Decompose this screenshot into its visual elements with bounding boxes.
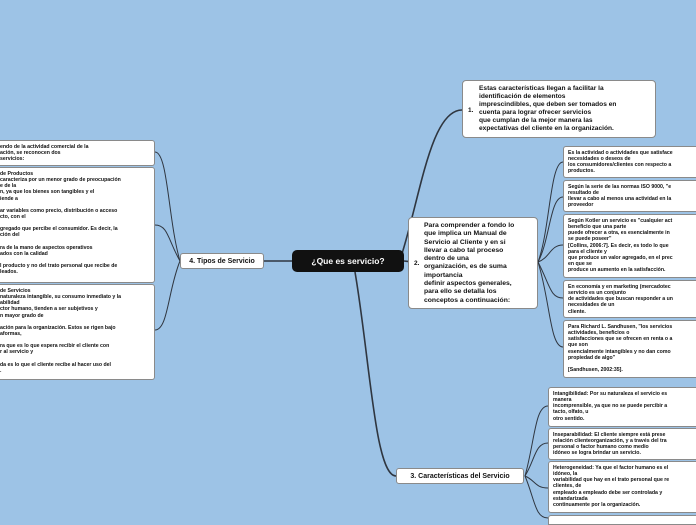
node-2-child-5-text: Para Richard L. Sandhusen, "los servicio… [568, 324, 673, 373]
node-4-label: 4. Tipos de Servicio [189, 257, 255, 265]
node-4-child-1-text: endo de la actividad comercial de la aci… [0, 144, 89, 163]
root-node[interactable]: ¿Que es servicio? [292, 250, 404, 272]
node-3[interactable]: 3. Características del Servicio [396, 468, 524, 484]
connector-2-child-1 [537, 161, 564, 263]
node-2-text: Para comprender a fondo lo que implica u… [424, 222, 515, 304]
root-label: ¿Que es servicio? [311, 256, 385, 266]
connector-3-child-2 [524, 442, 549, 477]
connector-3-child-3 [524, 475, 549, 489]
node-3-child-3-text: Heterogeneidad: Ya que el factor humano … [553, 465, 670, 508]
node-2-child-1-text: Es la actividad o actividades que satisf… [568, 150, 673, 175]
node-4-child-2[interactable]: de Productos caracteriza por un menor gr… [0, 167, 155, 283]
node-2-child-2[interactable]: Según la serie de las normas ISO 9000, "… [563, 180, 696, 212]
node-4-child-3[interactable]: de Servicios naturaleza intangible, su c… [0, 284, 155, 380]
connector-2-child-2 [537, 196, 564, 263]
node-3-child-3[interactable]: Heterogeneidad: Ya que el factor humano … [548, 461, 696, 513]
connector-4-child-3 [154, 260, 181, 331]
connector-2-child-4 [537, 261, 564, 299]
connector-2-child-5 [537, 261, 564, 348]
node-1-text: Estas características llegan a facilitar… [479, 85, 617, 133]
node-2-child-3-text: Según Kotler un servicio es "cualquier a… [568, 218, 673, 273]
connector-root-to-1 [399, 109, 463, 261]
node-3-label: 3. Características del Servicio [410, 472, 510, 480]
node-2-number: 2. [414, 260, 420, 267]
connector-3-child-4 [524, 475, 549, 519]
connector-2-child-3 [537, 244, 564, 263]
connector-4-child-2 [154, 224, 181, 262]
node-4[interactable]: 4. Tipos de Servicio [180, 253, 264, 269]
node-2-child-4[interactable]: En economía y en marketing (mercadotec s… [563, 280, 696, 318]
node-2-child-1[interactable]: Es la actividad o actividades que satisf… [563, 146, 696, 178]
node-3-child-1[interactable]: Intangibilidad: Por su naturaleza el ser… [548, 387, 696, 427]
node-2-child-5[interactable]: Para Richard L. Sandhusen, "los servicio… [563, 320, 696, 378]
node-2-child-3[interactable]: Según Kotler un servicio es "cualquier a… [563, 214, 696, 278]
connector-3-child-1 [524, 405, 549, 477]
node-4-child-3-text: de Servicios naturaleza intangible, su c… [0, 288, 122, 374]
node-2-child-4-text: En economía y en marketing (mercadotec s… [568, 284, 673, 315]
node-2-child-2-text: Según la serie de las normas ISO 9000, "… [568, 184, 672, 209]
node-1[interactable]: 1. Estas características llegan a facili… [462, 80, 656, 138]
node-3-child-1-text: Intangibilidad: Por su naturaleza el ser… [553, 391, 668, 422]
connector-root-to-3 [354, 271, 397, 477]
node-1-number: 1. [468, 107, 474, 114]
node-3-child-4[interactable] [548, 515, 696, 525]
node-3-child-2[interactable]: Inseparabilidad: El cliente siempre está… [548, 428, 696, 460]
node-3-child-2-text: Inseparabilidad: El cliente siempre está… [553, 432, 667, 457]
connector-4-child-1 [154, 151, 181, 262]
node-4-child-2-text: de Productos caracteriza por un menor gr… [0, 171, 121, 275]
node-2[interactable]: 2. Para comprender a fondo lo que implic… [408, 217, 538, 309]
node-4-child-1[interactable]: endo de la actividad comercial de la aci… [0, 140, 155, 166]
